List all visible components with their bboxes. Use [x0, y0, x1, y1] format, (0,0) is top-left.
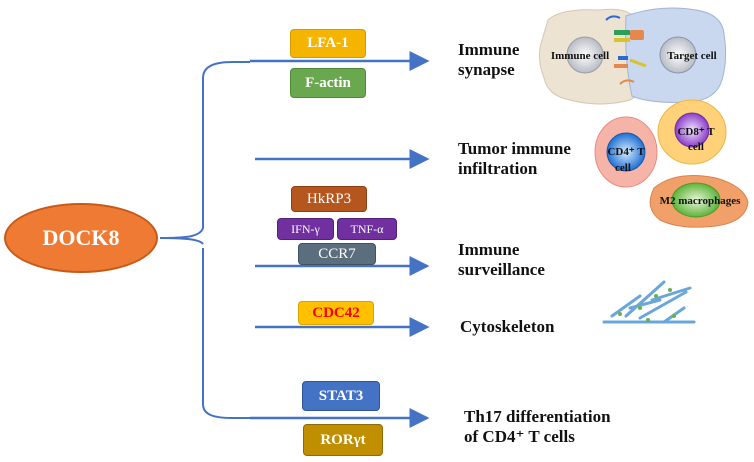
cytoskeleton-nodes	[618, 288, 676, 322]
cd8-label-1: CD8⁺ T	[677, 126, 715, 138]
f-actin-box: F-actin	[290, 68, 366, 98]
immune-cell-label: Immune cell	[551, 50, 609, 62]
macrophage-nucleus	[671, 182, 721, 218]
macrophage-label: M2 macrophages	[660, 195, 741, 207]
branch-bracket	[159, 61, 250, 419]
tnf-alpha-box: TNF-α	[337, 218, 397, 240]
outcome-line: of CD4⁺ T cells	[464, 427, 575, 446]
lfa1-box: LFA-1	[290, 29, 366, 58]
cd8-nucleus	[674, 112, 710, 148]
cd4-label-1: CD4⁺ T	[607, 146, 645, 158]
outcome-line: Immune	[458, 40, 520, 59]
outcome-line: synapse	[458, 60, 515, 79]
outcome-line: Cytoskeleton	[460, 317, 555, 336]
outcome-immune-synapse: Immune synapse	[458, 40, 519, 80]
outcome-th17: Th17 differentiation of CD4⁺ T cells	[464, 407, 611, 447]
ror-gamma-t-box: RORγt	[303, 424, 383, 456]
outcome-immune-surveillance: Immune surveillance	[458, 240, 545, 280]
cd8-label-2: cell	[688, 141, 704, 153]
immune-synapse-illustration	[538, 7, 727, 105]
cd4-label-2: cell	[615, 162, 631, 174]
cd4-nucleus	[606, 132, 646, 172]
target-cell-label: Target cell	[667, 50, 716, 62]
ccr7-box: CCR7	[298, 243, 376, 265]
outcome-line: Immune	[458, 240, 520, 259]
outcome-line: infiltration	[458, 159, 538, 178]
target-cell-nucleus	[659, 36, 697, 74]
cytoskeleton-filaments	[602, 280, 696, 324]
stat3-box: STAT3	[302, 381, 380, 411]
hkrp3-box: HkRP3	[291, 186, 367, 212]
outcome-line: Tumor immune	[458, 139, 571, 158]
outcome-line: Th17 differentiation	[464, 407, 611, 426]
dock8-hub: DOCK8	[4, 203, 158, 273]
outcome-cytoskeleton: Cytoskeleton	[460, 317, 554, 337]
immune-cell-nucleus	[566, 36, 604, 74]
outcome-line: surveillance	[458, 260, 545, 279]
cdc42-box: CDC42	[298, 301, 374, 325]
ifn-gamma-box: IFN-γ	[277, 218, 334, 240]
tumor-infiltration-illustration	[594, 99, 749, 228]
outcome-tumor-infiltration: Tumor immune infiltration	[458, 139, 571, 179]
